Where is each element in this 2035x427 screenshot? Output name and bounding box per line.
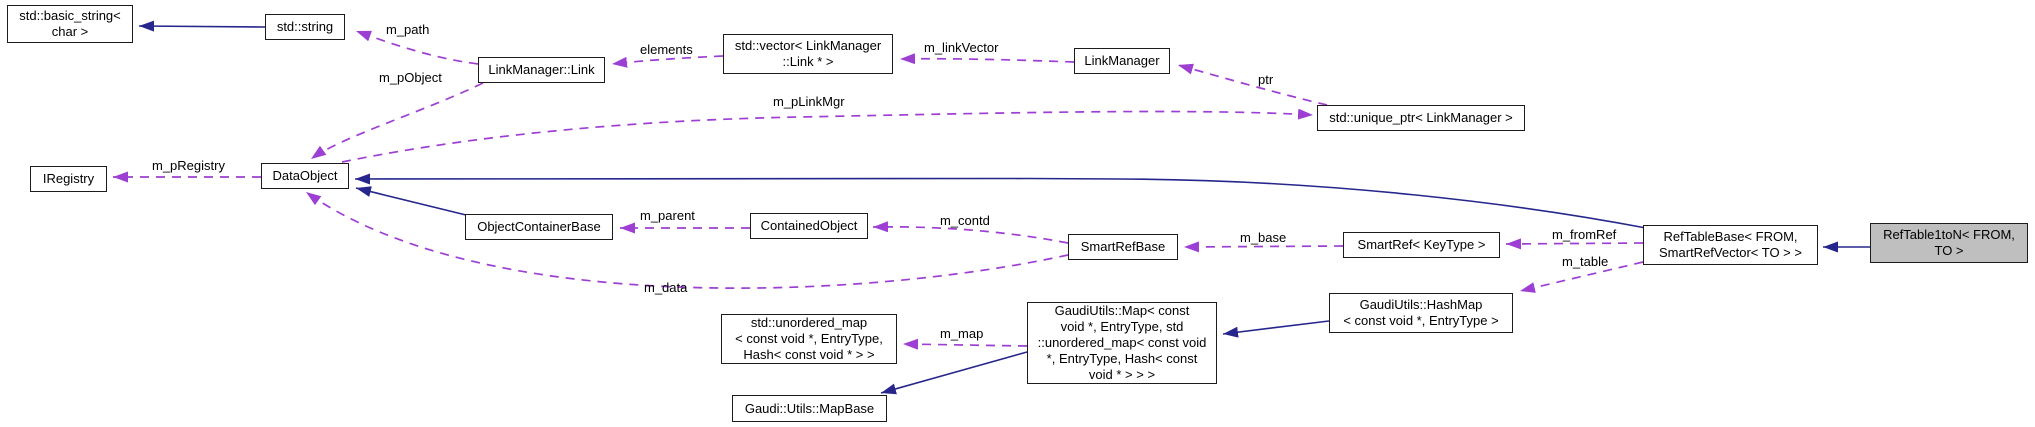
- edge-member-m-fromref: [1505, 238, 1644, 250]
- node-label-line: GaudiUtils::Map< const: [1054, 303, 1190, 318]
- edge-label-m-linkvector: m_linkVector: [924, 40, 999, 55]
- node-label-line: < const void *, EntryType >: [1343, 313, 1499, 328]
- edge-member-m-linkvector: [899, 53, 1075, 65]
- edge-inherit-reftablebase-dataobject: [354, 173, 1647, 229]
- edge-label-m-plinkmgr: m_pLinkMgr: [773, 94, 845, 109]
- edge-inherit-gaudimap-mapbase: [880, 351, 1028, 395]
- node-label-line: ContainedObject: [760, 218, 858, 233]
- node-label-line: std::vector< LinkManager: [734, 38, 882, 53]
- node-label-line: TO >: [1934, 243, 1964, 258]
- node-label-line: GaudiUtils::HashMap: [1359, 297, 1483, 312]
- edge-member-m-plinkmgr: [341, 108, 1314, 163]
- node-reftable1ton-current: RefTable1toN< FROM, TO >: [1870, 223, 2028, 263]
- edge-inherit-objectcontainerbase-dataobject: [355, 186, 467, 216]
- node-label-line: void * > > >: [1088, 367, 1156, 382]
- node-std-basic-string[interactable]: std::basic_string< char >: [7, 5, 133, 43]
- edge-member-m-data: [305, 191, 1069, 289]
- edge-label-m-data: m_data: [644, 280, 688, 295]
- node-iregistry[interactable]: IRegistry: [30, 166, 107, 192]
- node-label-line: LinkManager: [1084, 53, 1160, 68]
- edge-inherit-hashmap-gaudimap: [1222, 320, 1330, 338]
- node-label-line: IRegistry: [42, 171, 95, 186]
- node-label-line: ObjectContainerBase: [477, 219, 601, 234]
- node-label-line: Gaudi::Utils::MapBase: [744, 400, 875, 416]
- node-containedobject[interactable]: ContainedObject: [750, 213, 868, 239]
- edge-member-m-path: [355, 30, 479, 65]
- node-dataobject[interactable]: DataObject: [261, 163, 349, 189]
- node-objectcontainerbase[interactable]: ObjectContainerBase: [465, 214, 613, 240]
- node-gaudiutils-hashmap[interactable]: GaudiUtils::HashMap < const void *, Entr…: [1329, 293, 1513, 333]
- edge-member-elements: [611, 55, 724, 68]
- edge-member-m-pobject: [310, 82, 484, 160]
- node-label-line: DataObject: [272, 168, 338, 183]
- node-label-line: SmartRefVector< TO > >: [1659, 245, 1802, 260]
- node-label-line: *, EntryType, Hash< const: [1046, 351, 1198, 366]
- node-label-line: ::unordered_map< const void: [1037, 335, 1207, 350]
- edge-label-m-path: m_path: [386, 22, 430, 37]
- node-label-line: std::unique_ptr< LinkManager >: [1329, 110, 1513, 125]
- node-label-line: RefTableBase< FROM,: [1663, 229, 1798, 244]
- node-gaudi-utils-mapbase[interactable]: Gaudi::Utils::MapBase: [732, 395, 887, 422]
- node-label-line: Hash< const void * > >: [743, 347, 875, 362]
- node-label-line: std::basic_string<: [19, 8, 121, 23]
- node-label-line: LinkManager::Link: [488, 62, 595, 77]
- edge-label-m-map: m_map: [940, 326, 984, 341]
- edge-label-ptr: ptr: [1258, 72, 1274, 87]
- edge-label-m-contd: m_contd: [940, 213, 990, 228]
- node-reftablebase[interactable]: RefTableBase< FROM, SmartRefVector< TO >…: [1643, 225, 1818, 265]
- node-std-vector-link[interactable]: std::vector< LinkManager ::Link * >: [723, 34, 893, 74]
- node-label-line: std::string: [276, 19, 334, 34]
- node-label-line: RefTable1toN< FROM,: [1883, 227, 2015, 242]
- node-label-line: void *, EntryType, std: [1060, 319, 1184, 334]
- edge-label-m-pobject: m_pObject: [379, 70, 442, 85]
- edge-label-m-pregistry: m_pRegistry: [152, 158, 225, 173]
- node-smartref[interactable]: SmartRef< KeyType >: [1343, 232, 1500, 258]
- edge-label-m-parent: m_parent: [640, 208, 695, 223]
- edge-member-ptr: [1177, 63, 1328, 106]
- node-std-string[interactable]: std::string: [265, 14, 345, 40]
- edge-label-m-table: m_table: [1562, 254, 1609, 269]
- node-label-line: SmartRefBase: [1080, 239, 1166, 254]
- node-label-line: std::unordered_map: [750, 315, 868, 330]
- node-std-unique-ptr[interactable]: std::unique_ptr< LinkManager >: [1317, 105, 1525, 131]
- edge-label-m-base: m_base: [1240, 230, 1287, 245]
- node-label-line: ::Link * >: [782, 54, 834, 69]
- edge-member-m-map: [902, 338, 1028, 350]
- node-label-line: SmartRef< KeyType >: [1357, 237, 1486, 252]
- node-std-unordered-map[interactable]: std::unordered_map < const void *, Entry…: [721, 314, 897, 364]
- node-gaudiutils-map[interactable]: GaudiUtils::Map< const void *, EntryType…: [1027, 302, 1217, 384]
- edge-member-m-base: [1183, 241, 1344, 253]
- node-linkmanager[interactable]: LinkManager: [1074, 48, 1170, 74]
- node-smartrefbase[interactable]: SmartRefBase: [1068, 234, 1178, 260]
- node-label-line: < const void *, EntryType,: [735, 331, 883, 346]
- node-linkmanager-link[interactable]: LinkManager::Link: [478, 57, 605, 83]
- edge-inherit-string-basicstring: [138, 20, 266, 32]
- edge-member-m-table: [1519, 261, 1644, 293]
- edge-label-elements: elements: [640, 42, 693, 57]
- node-label-line: char >: [51, 24, 89, 39]
- edge-member-m-contd: [872, 221, 1069, 244]
- edge-label-m-fromref: m_fromRef: [1552, 227, 1617, 242]
